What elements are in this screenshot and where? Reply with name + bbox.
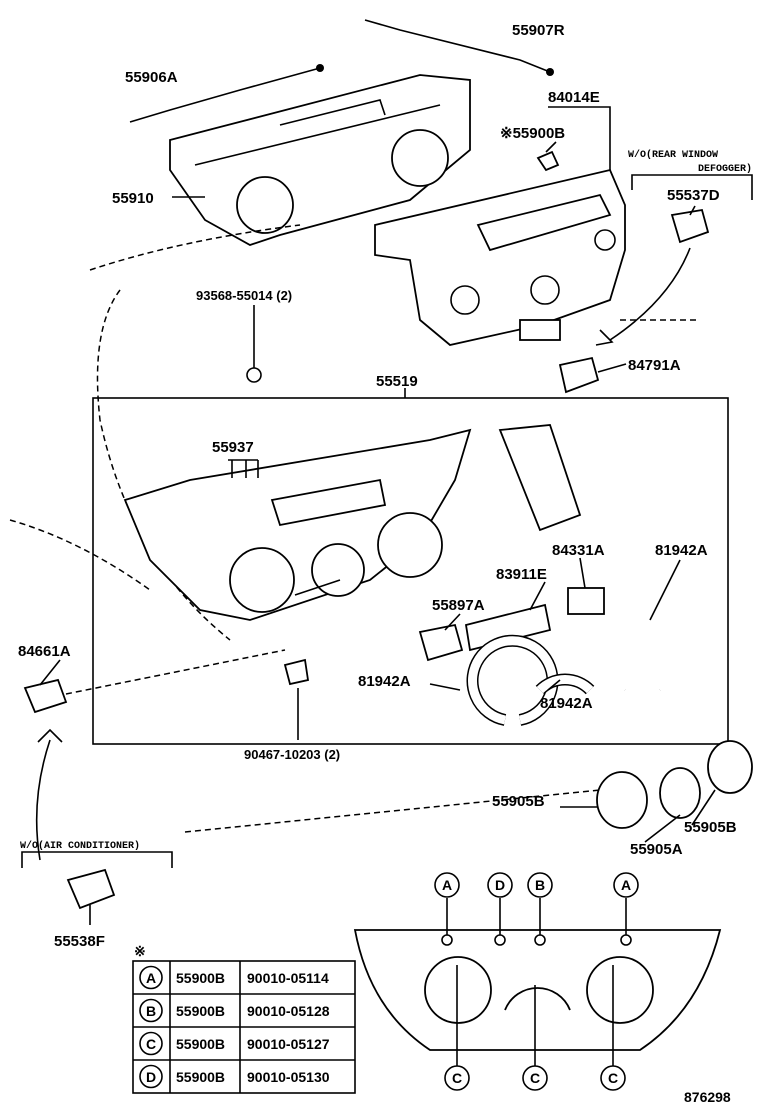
dash-outline xyxy=(96,289,231,641)
table-cell-number: 90010-05128 xyxy=(247,1003,330,1019)
frame-55519 xyxy=(92,397,729,745)
arrow-head-icon xyxy=(595,329,614,346)
table-cell-key: C xyxy=(146,1036,156,1052)
clip-55900B xyxy=(536,150,560,172)
knob-84661A xyxy=(23,678,68,714)
table-mark: ※ xyxy=(134,943,146,959)
dash-outline xyxy=(89,224,301,271)
note-bracket xyxy=(21,851,173,868)
callout-c: C xyxy=(452,1070,462,1086)
knob-55897A xyxy=(418,623,464,662)
table-row: D 55900B 90010-05130 xyxy=(139,1064,330,1089)
label-93568-55014: 93568-55014 (2) xyxy=(196,288,292,303)
ring-81942A xyxy=(535,673,595,695)
clip-90467-10203 xyxy=(283,658,310,686)
label-81942A: 81942A xyxy=(655,542,708,559)
table-cell-number: 90010-05130 xyxy=(247,1069,330,1085)
table-row: A 55900B 90010-05114 xyxy=(139,965,329,990)
callout-b: B xyxy=(535,877,545,893)
arrow-head-icon xyxy=(37,728,63,743)
label-84661A: 84661A xyxy=(18,643,71,660)
label-55897A: 55897A xyxy=(432,597,485,614)
note-air-conditioner: W/O(AIR CONDITIONER) xyxy=(20,840,140,852)
cable-55906A xyxy=(129,64,324,123)
cover-84331A xyxy=(567,587,605,615)
key-circle xyxy=(139,1064,163,1089)
label-55537D: 55537D xyxy=(667,187,720,204)
arrow-55537D xyxy=(609,247,691,341)
label-81942A: 81942A xyxy=(358,673,411,690)
label-81942A: 81942A xyxy=(540,695,593,712)
table-cell-part: 55900B xyxy=(176,1069,225,1085)
dash-outline xyxy=(65,649,286,695)
control-housing-55910 xyxy=(169,74,471,246)
callout-c: C xyxy=(530,1070,540,1086)
label-84791A: 84791A xyxy=(628,357,681,374)
arrow-84661A xyxy=(35,739,51,861)
label-55905A: 55905A xyxy=(630,841,683,858)
label-90467-10203: 90467-10203 (2) xyxy=(244,747,340,762)
table-cell-number: 90010-05114 xyxy=(247,970,329,986)
cable-55907R xyxy=(364,19,554,76)
table-row: C 55900B 90010-05127 xyxy=(139,1031,330,1056)
control-panel-55519 xyxy=(123,424,582,621)
key-circle xyxy=(139,965,163,990)
label-55519: 55519 xyxy=(376,373,418,390)
key-circle xyxy=(139,998,163,1023)
table-cell-key: B xyxy=(146,1003,156,1019)
drawing-number: 876298 xyxy=(684,1089,731,1105)
table-cell-key: A xyxy=(146,970,156,986)
knob-55905B xyxy=(596,771,648,829)
note-bracket xyxy=(631,174,753,200)
clip-55937 xyxy=(228,459,259,478)
knob-55538F xyxy=(66,868,116,910)
bracket-84014E xyxy=(374,168,626,346)
label-55905B: 55905B xyxy=(684,819,737,836)
assembled-panel xyxy=(353,929,722,1051)
knob-55905A xyxy=(659,767,701,819)
label-55910: 55910 xyxy=(112,190,154,207)
knob-84791A xyxy=(558,356,600,394)
table-cell-part: 55900B xyxy=(176,970,225,986)
label-55937: 55937 xyxy=(212,439,254,456)
label-83911E: 83911E xyxy=(496,566,547,583)
callout-d: D xyxy=(495,877,505,893)
callout-a: A xyxy=(442,877,452,893)
plate-83911E xyxy=(464,603,552,652)
label-55906A: 55906A xyxy=(125,69,178,86)
label-55905B: 55905B xyxy=(492,793,545,810)
callout-c: C xyxy=(608,1070,618,1086)
callouts-bottom: C C C xyxy=(444,965,626,1091)
label-55900B: ※55900B xyxy=(500,125,565,142)
knob-55905B xyxy=(707,740,753,794)
table-cell-key: D xyxy=(146,1069,156,1085)
key-circle xyxy=(139,1031,163,1056)
ring-81942A xyxy=(598,609,687,695)
table-row: B 55900B 90010-05128 xyxy=(139,998,330,1023)
table-cell-part: 55900B xyxy=(176,1003,225,1019)
leader-line xyxy=(597,363,627,373)
callout-a: A xyxy=(621,877,631,893)
label-84331A: 84331A xyxy=(552,542,605,559)
leader-lines xyxy=(39,106,716,925)
label-84014E: 84014E xyxy=(548,89,600,106)
callouts-top: A D B A xyxy=(434,872,639,935)
note-rear-window: W/O(REAR WINDOW xyxy=(628,149,718,161)
note-defogger: DEFOGGER) xyxy=(698,163,752,175)
screw-icon xyxy=(246,367,262,383)
label-55538F: 55538F xyxy=(54,933,105,950)
label-55907R: 55907R xyxy=(512,22,565,39)
dash-outline xyxy=(9,519,151,591)
table-cell-part: 55900B xyxy=(176,1036,225,1052)
ring-81942A xyxy=(466,634,559,726)
table-cell-number: 90010-05127 xyxy=(247,1036,330,1052)
